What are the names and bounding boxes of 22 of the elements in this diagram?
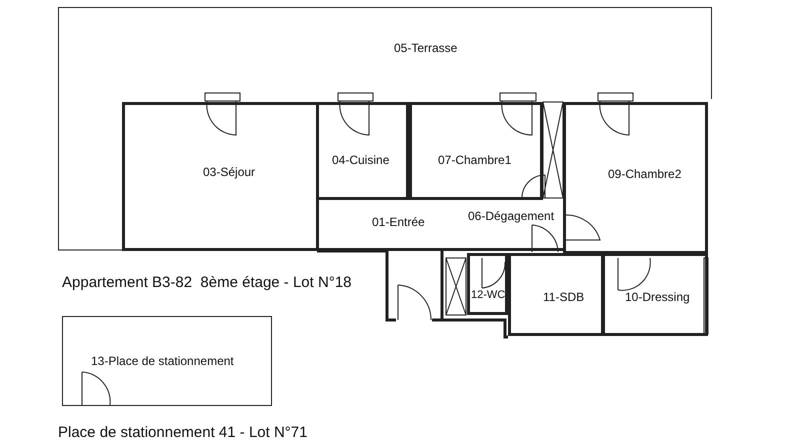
terrace-area [58,7,712,99]
room-label: 04-Cuisine [332,153,390,167]
room [602,253,708,336]
room-label: 12-WC [471,289,506,301]
plan-caption: Appartement B3-82 8ème étage - Lot N°18 [62,274,352,291]
room-label: 07-Chambre1 [438,153,512,167]
room-label: 10-Dressing [625,290,690,304]
plan-caption: Place de stationnement 41 - Lot N°71 [58,424,308,441]
room-label: 03-Séjour [203,165,256,179]
room-label: 11-SDB [543,290,584,304]
room-label: 13-Place de stationnement [91,354,234,368]
room-label: 06-Dégagement [468,209,554,223]
room-label: 01-Entrée [372,215,425,229]
room [467,253,508,315]
room [563,102,708,254]
parking-space [62,316,272,406]
room-label: 09-Chambre2 [608,167,682,181]
room [508,253,604,336]
room [317,102,409,200]
room-label: 05-Terrasse [394,41,458,55]
room [409,102,543,200]
room [122,102,319,251]
